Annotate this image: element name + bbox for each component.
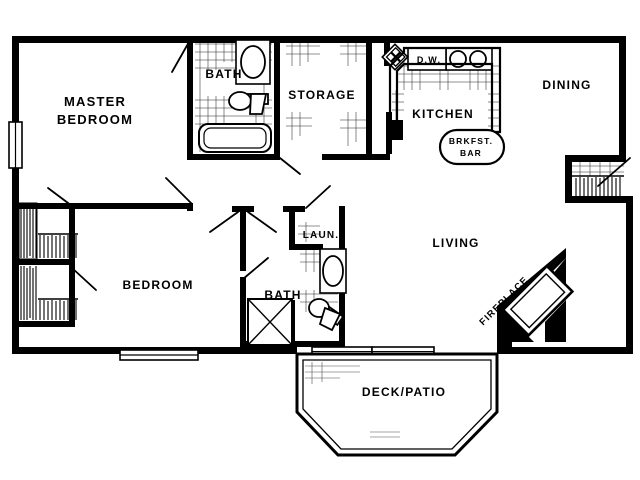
fireplace-icon <box>497 248 575 347</box>
kitchen-counter-outline <box>386 46 502 154</box>
breakfast-bar-label-line2: BAR <box>460 148 482 158</box>
cooktop-icon <box>381 43 409 71</box>
toilet-icon <box>228 91 269 115</box>
room-label-master-bedroom-line2: BEDROOM <box>57 112 133 127</box>
breakfast-bar-label-line1: BRKFST. <box>449 136 493 146</box>
breakfast-bar-icon <box>438 128 506 166</box>
sink-icon <box>235 39 271 85</box>
room-label-bedroom: BEDROOM <box>122 278 193 292</box>
closet-hanging-rod-icon <box>18 175 624 320</box>
toilet-icon <box>308 298 345 332</box>
deck-patio-outline <box>295 352 499 457</box>
bathtub-icon <box>198 123 272 153</box>
room-label-kitchen: KITCHEN <box>412 107 474 121</box>
room-label-master-bedroom-line1: MASTER <box>64 94 126 109</box>
dishwasher-label: D.W. <box>417 55 441 65</box>
room-label-dining: DINING <box>542 78 591 92</box>
room-label-bath-hall: BATH <box>264 288 301 302</box>
room-label-storage: STORAGE <box>288 88 356 102</box>
door-swing-icon <box>47 41 631 291</box>
sink-icon <box>319 248 347 294</box>
room-label-deck-patio: DECK/PATIO <box>362 385 446 399</box>
shower-icon <box>247 298 293 346</box>
room-label-laundry: LAUN. <box>303 230 340 241</box>
room-label-living: LIVING <box>432 236 479 250</box>
kitchen-sink-icon <box>445 47 493 71</box>
room-labels: MASTER BEDROOM BATH STORAGE KITCHEN DINI… <box>57 67 591 399</box>
room-label-bath-master: BATH <box>205 67 242 81</box>
